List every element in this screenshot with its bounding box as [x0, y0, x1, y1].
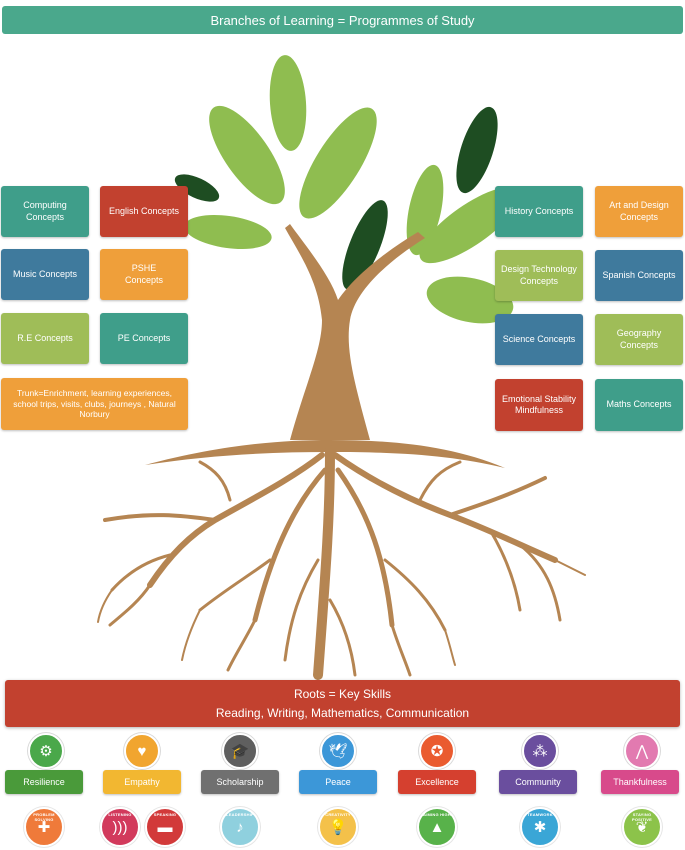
roots-key-skills-banner: Roots = Key Skills Reading, Writing, Mat…	[5, 680, 680, 727]
badge-label: LISTENING	[108, 812, 132, 817]
box-label: Trunk=Enrichment, learning experiences, …	[13, 388, 176, 420]
box-label: PSHE Concepts	[124, 263, 164, 285]
box-label: R.E Concepts	[17, 332, 73, 343]
speech-bubble-icon: ▬	[157, 818, 173, 836]
staying-positive-badge: STAYING POSITIVE❦	[622, 807, 662, 847]
tree-leaves	[174, 55, 521, 324]
value-label: Scholarship	[216, 777, 264, 787]
box-label: Geography Concepts	[616, 328, 662, 350]
badge-label: STAYING POSITIVE	[631, 812, 653, 822]
badge-label: LEADERSHIP	[226, 812, 254, 817]
team-star-icon: ✱	[533, 819, 547, 836]
maths-concepts-box: Maths Concepts	[595, 379, 683, 431]
value-excellence: Excellence	[398, 770, 476, 794]
leaf-icon: ❦	[635, 819, 649, 836]
leadership-badge: LEADERSHIP♪	[220, 807, 260, 847]
box-label: Art and Design Concepts	[609, 200, 669, 222]
computing-concepts-box: Computing Concepts	[1, 186, 89, 237]
pe-concepts-box: PE Concepts	[100, 313, 188, 364]
trunk-enrichment-box: Trunk=Enrichment, learning experiences, …	[1, 378, 188, 430]
box-label: PE Concepts	[117, 332, 171, 343]
pshe-concepts-box: PSHE Concepts	[100, 249, 188, 300]
puzzle-icon: ✚	[37, 819, 51, 836]
speaking-badge: SPEAKING▬	[145, 807, 185, 847]
sound-waves-icon: )))	[112, 818, 128, 836]
badge-label: AIMING HIGH	[423, 812, 451, 817]
tree-roots	[97, 445, 586, 680]
value-empathy: Empathy	[103, 770, 181, 794]
value-resilience: Resilience	[5, 770, 83, 794]
value-scholarship: Scholarship	[201, 770, 279, 794]
roots-title: Roots = Key Skills	[293, 687, 392, 701]
box-label: Maths Concepts	[606, 399, 672, 410]
roots-skills: Reading, Writing, Mathematics, Communica…	[215, 706, 470, 720]
dove-icon: 🕊	[320, 733, 356, 769]
problem-solving-badge: PROBLEM SOLVING✚	[24, 807, 64, 847]
box-label: History Concepts	[504, 205, 574, 216]
design-technology-concepts-box: Design Technology Concepts	[495, 250, 583, 301]
english-concepts-box: English Concepts	[100, 186, 188, 237]
teamwork-badge: TEAMWORK ✱	[520, 807, 560, 847]
box-label: Spanish Concepts	[602, 269, 676, 280]
emotional-stability-box: Emotional Stability Mindfulness	[495, 379, 583, 431]
geography-concepts-box: Geography Concepts	[595, 314, 683, 365]
art-design-concepts-box: Art and Design Concepts	[595, 186, 683, 237]
value-community: Community	[499, 770, 577, 794]
badge-label: SPEAKING	[153, 812, 177, 817]
value-label: Community	[515, 777, 561, 787]
value-label: Resilience	[23, 777, 65, 787]
mountain-flag-icon: ▲	[429, 818, 445, 836]
badge-label: CREATIVITY	[325, 812, 351, 817]
creativity-badge: CREATIVITY 💡	[318, 807, 358, 847]
music-concepts-box: Music Concepts	[1, 249, 89, 300]
box-label: Music Concepts	[12, 268, 78, 279]
science-concepts-box: Science Concepts	[495, 314, 583, 365]
box-label: Science Concepts	[502, 333, 576, 344]
heart-hands-icon: ♥	[124, 733, 160, 769]
head-gear-icon: ⚙	[28, 733, 64, 769]
listening-badge: LISTENING)))	[100, 807, 140, 847]
value-label: Thankfulness	[613, 777, 667, 787]
page-title-banner: Branches of Learning = Programmes of Stu…	[2, 6, 683, 34]
history-concepts-box: History Concepts	[495, 186, 583, 237]
value-label: Peace	[325, 777, 351, 787]
value-label: Excellence	[415, 777, 459, 787]
badge-label: TEAMWORK	[527, 812, 553, 817]
tree-trunk	[145, 224, 505, 468]
box-label: English Concepts	[108, 205, 180, 216]
box-label: Emotional Stability Mindfulness	[501, 393, 577, 415]
medal-icon: ✪	[419, 733, 455, 769]
conductor-icon: ♪	[236, 818, 244, 836]
spanish-concepts-box: Spanish Concepts	[595, 250, 683, 301]
badge-label: PROBLEM SOLVING	[33, 812, 55, 822]
aiming-high-badge: AIMING HIGH▲	[417, 807, 457, 847]
box-label: Design Technology Concepts	[501, 264, 577, 286]
people-icon: ⁂	[522, 733, 558, 769]
page-title: Branches of Learning = Programmes of Stu…	[210, 12, 475, 28]
value-label: Empathy	[124, 777, 160, 787]
value-peace: Peace	[299, 770, 377, 794]
praying-hands-icon: ⋀	[624, 733, 660, 769]
lightbulb-icon: 💡	[328, 819, 348, 836]
re-concepts-box: R.E Concepts	[1, 313, 89, 364]
value-thankfulness: Thankfulness	[601, 770, 679, 794]
box-label: Computing Concepts	[23, 200, 67, 222]
graduation-cap-icon: 🎓	[222, 733, 258, 769]
